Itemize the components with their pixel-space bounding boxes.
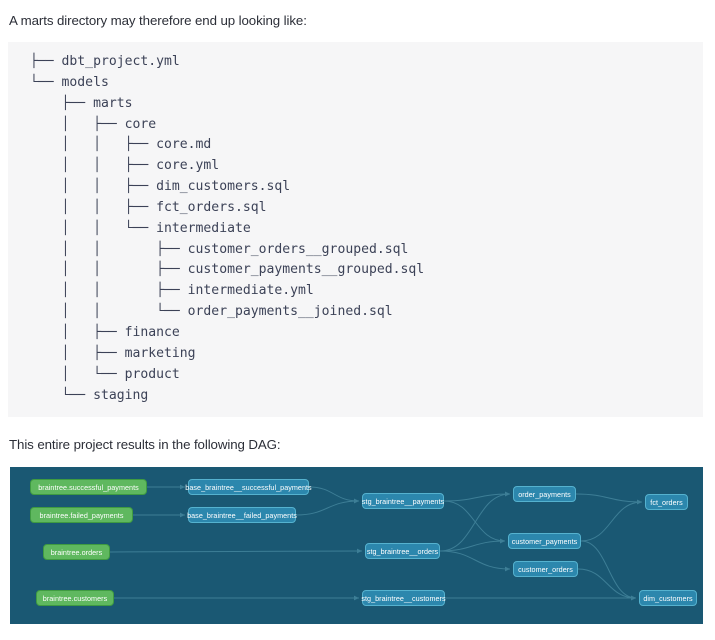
dag-paragraph: This entire project results in the follo… [9, 437, 281, 452]
dag-node-braintree_successful_payments[interactable]: braintree.successful_payments [30, 479, 147, 495]
dag-edge [439, 550, 511, 572]
intro-paragraph: A marts directory may therefore end up l… [9, 13, 307, 28]
dag-edge [443, 491, 511, 502]
dag-edge [580, 540, 637, 601]
dag-node-dim_customers[interactable]: dim_customers [639, 590, 697, 606]
dag-node-customer_payments[interactable]: customer_payments [508, 533, 581, 549]
dag-node-order_payments[interactable]: order_payments [513, 486, 576, 502]
dag-edge [439, 491, 511, 552]
dag-node-stg_braintree__payments[interactable]: stg_braintree__payments [362, 493, 444, 509]
dag-diagram: braintree.successful_payments braintree.f… [10, 467, 703, 624]
dag-node-customer_orders[interactable]: customer_orders [513, 561, 578, 577]
dag-node-braintree_customers[interactable]: braintree.customers [36, 590, 114, 606]
dag-edge [109, 548, 363, 554]
dag-node-base_braintree__failed_payments[interactable]: base_braintree__failed_payments [187, 507, 297, 523]
directory-tree-text: ├── dbt_project.yml └── models ├── marts… [30, 54, 425, 403]
dag-edge [439, 538, 506, 552]
dag-node-stg_braintree__customers[interactable]: stg_braintree__customers [361, 590, 446, 606]
directory-tree-code-block: ├── dbt_project.yml └── models ├── marts… [8, 42, 703, 417]
dag-edge [295, 498, 360, 516]
dag-node-stg_braintree__orders[interactable]: stg_braintree__orders [365, 543, 440, 559]
dag-edge [308, 486, 360, 504]
dag-edge [575, 493, 643, 505]
dag-edge [443, 500, 506, 544]
dag-edge [577, 568, 637, 601]
dag-node-base_braintree__successful_payments[interactable]: base_braintree__successful_payments [185, 479, 312, 495]
dag-node-braintree_failed_payments[interactable]: braintree.failed_payments [30, 507, 133, 523]
dag-edge [580, 499, 643, 542]
dag-node-fct_orders[interactable]: fct_orders [645, 494, 688, 510]
dag-node-braintree_orders[interactable]: braintree.orders [43, 544, 110, 560]
dag-edges [109, 484, 643, 601]
